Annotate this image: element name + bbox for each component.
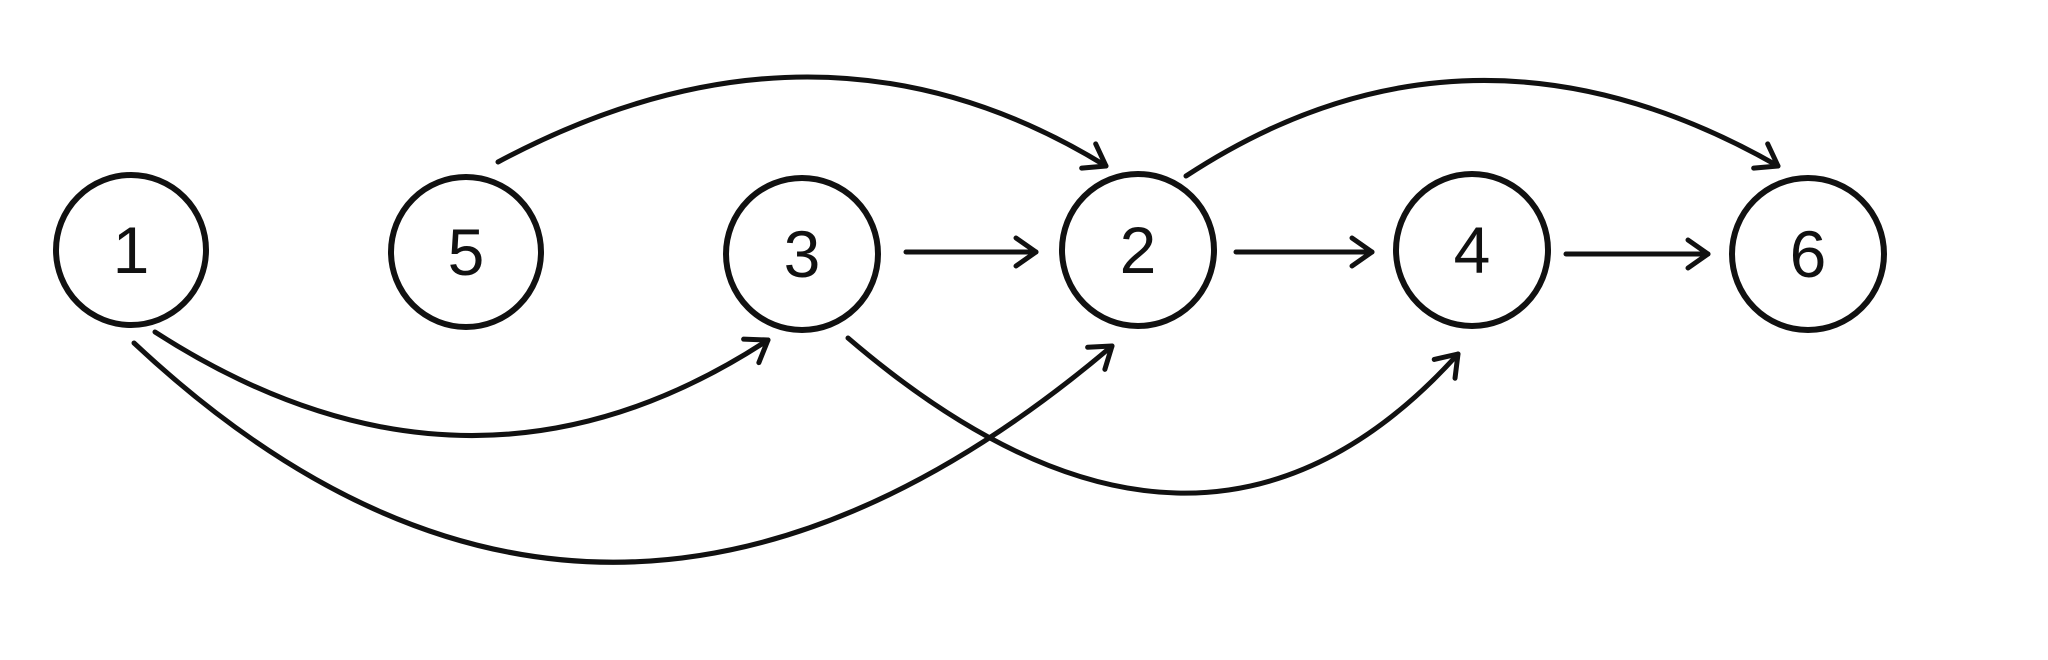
edge-3-to-4 [845, 335, 1461, 496]
edges-layer [131, 74, 1781, 565]
arrowhead-icon [741, 336, 771, 366]
node-label-4: 4 [1454, 213, 1491, 287]
node-5: 5 [388, 174, 544, 330]
node-label-6: 6 [1790, 217, 1827, 291]
node-label-5: 5 [448, 215, 485, 289]
arrowhead-icon [1079, 141, 1109, 171]
arrowhead-icon [1685, 237, 1711, 271]
edge-4-to-6 [1563, 237, 1711, 271]
edge-1-to-2 [131, 340, 1115, 565]
node-label-1: 1 [113, 213, 150, 287]
edge-2-to-6 [1183, 78, 1781, 179]
node-6: 6 [1729, 175, 1887, 333]
node-4: 4 [1393, 171, 1551, 329]
edge-2-to-4 [1233, 235, 1375, 269]
edge-5-to-2 [495, 74, 1109, 171]
edge-3-to-2 [903, 235, 1039, 269]
node-1: 1 [53, 172, 209, 328]
nodes-layer: 1 5 3 2 4 6 [53, 171, 1887, 333]
arrowhead-icon [1751, 141, 1781, 171]
node-3: 3 [723, 175, 881, 333]
arrowhead-icon [1431, 351, 1461, 381]
node-label-3: 3 [784, 217, 821, 291]
node-label-2: 2 [1120, 213, 1157, 287]
edge-1-to-3 [152, 329, 771, 439]
node-2: 2 [1059, 171, 1217, 329]
arrowhead-icon [1349, 235, 1375, 269]
arrowhead-icon [1085, 343, 1115, 372]
arrowhead-icon [1013, 235, 1039, 269]
